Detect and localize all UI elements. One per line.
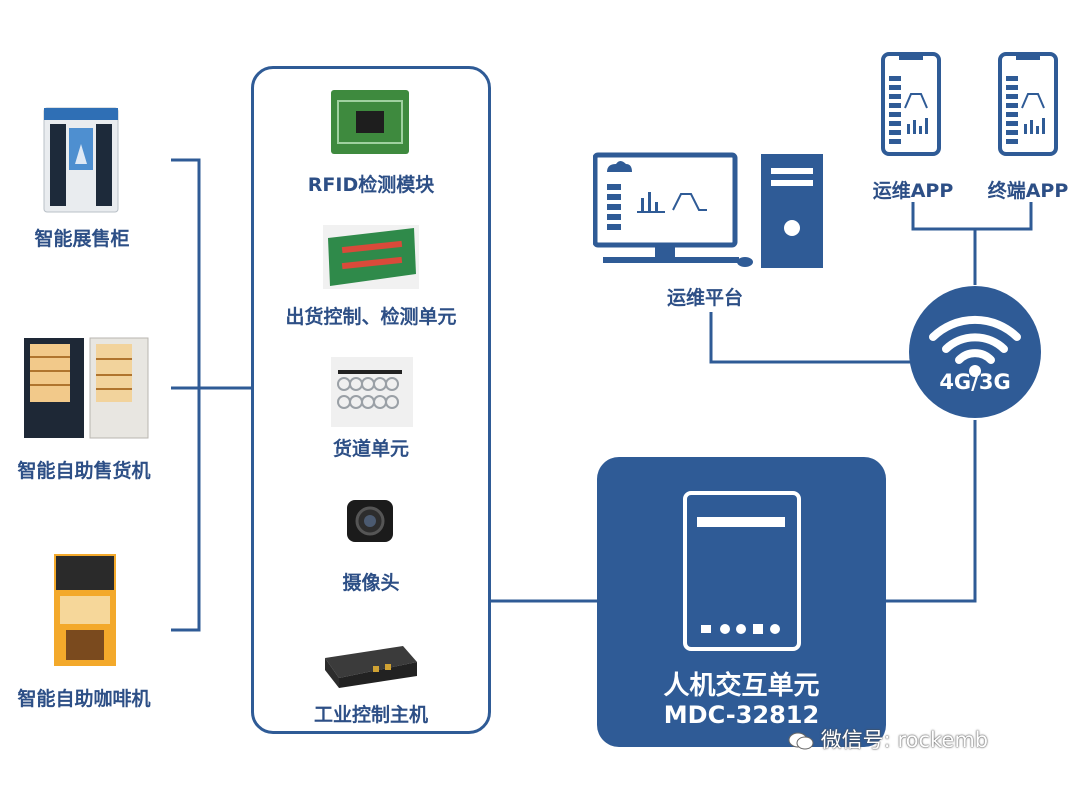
module-label: 工业控制主机 <box>313 704 428 726</box>
wechat-icon <box>788 731 814 751</box>
shipment-control-board-image <box>322 224 420 290</box>
module-label: 出货控制、检测单元 <box>285 306 457 328</box>
rfid-module-image <box>330 89 410 155</box>
watermark-text: 微信号: rockemb <box>820 728 989 752</box>
vending-machine-image <box>22 336 150 440</box>
computer-icon <box>592 152 825 272</box>
lane-unit-image <box>330 356 414 428</box>
module-label: RFID检测模块 <box>307 174 435 196</box>
hmi-unit: 人机交互单元 MDC-32812 <box>597 457 886 747</box>
hmi-model: MDC-32812 <box>663 701 820 729</box>
module-label: 货道单元 <box>332 438 409 460</box>
hmi-title: 人机交互单元 <box>663 671 820 701</box>
module-group-box <box>251 66 491 734</box>
coffee-machine-image <box>52 552 118 668</box>
network-label: 4G/3G <box>939 370 1011 394</box>
device-label: 智能自助售货机 <box>17 460 151 482</box>
phone-icon <box>998 52 1058 156</box>
app-label: 终端APP <box>987 180 1069 202</box>
industrial-host-image <box>323 640 419 690</box>
network-hub <box>908 285 1042 419</box>
tablet-icon <box>683 491 801 651</box>
camera-image <box>345 496 395 546</box>
watermark: 微信号: rockemb <box>788 724 988 754</box>
app-label: 运维APP <box>872 180 954 202</box>
smart-display-cabinet-image <box>42 106 120 214</box>
device-label: 智能展售柜 <box>34 228 130 250</box>
module-label: 摄像头 <box>342 572 400 594</box>
phone-icon <box>881 52 941 156</box>
platform-label: 运维平台 <box>666 287 743 309</box>
device-label: 智能自助咖啡机 <box>17 688 151 710</box>
